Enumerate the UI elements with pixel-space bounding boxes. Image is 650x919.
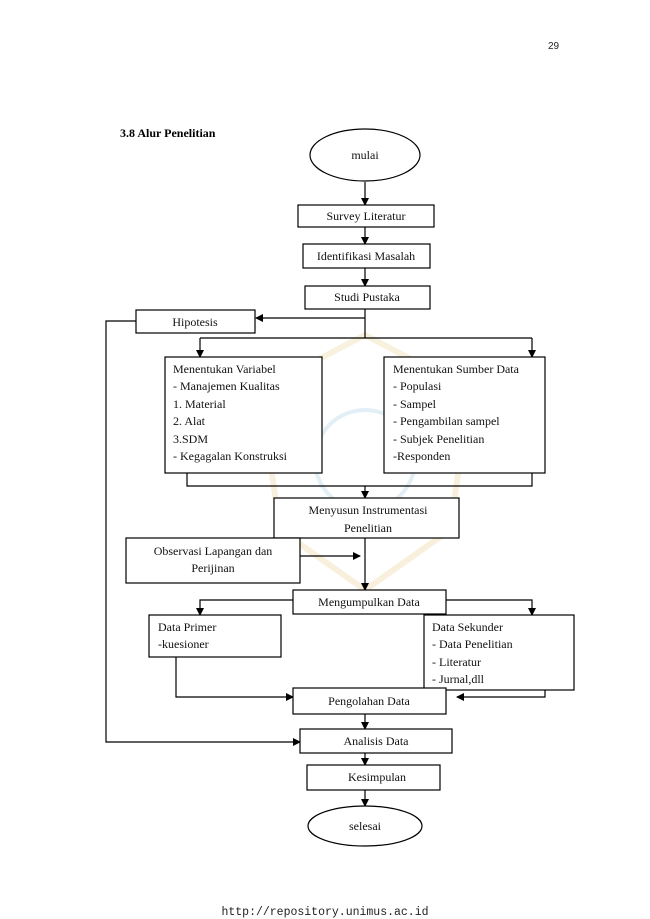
sumber-line: - Sampel <box>393 397 437 411</box>
sumber-line: - Pengambilan sampel <box>393 414 500 428</box>
pengolahan-label: Pengolahan Data <box>328 694 410 708</box>
footer-url: http://repository.unimus.ac.id <box>221 906 428 919</box>
sumber-line: - Subjek Penelitian <box>393 432 484 446</box>
observasi-line: Perijinan <box>191 561 234 575</box>
menentukan-variabel-box: Menentukan Variabel - Manajemen Kualitas… <box>164 356 323 474</box>
instrumen-line: Penelitian <box>344 521 392 535</box>
start-node: mulai <box>309 128 421 182</box>
variabel-line: Menentukan Variabel <box>173 362 276 376</box>
hipotesis-label: Hipotesis <box>172 315 218 329</box>
end-node: selesai <box>307 805 423 847</box>
primer-line: Data Primer <box>158 620 216 634</box>
variabel-line: 3.SDM <box>173 432 208 446</box>
survey-literatur-box: Survey Literatur <box>297 204 435 228</box>
sumber-line: - Populasi <box>393 379 442 393</box>
observasi-line: Observasi Lapangan dan <box>154 544 273 558</box>
mengumpulkan-label: Mengumpulkan Data <box>318 595 420 609</box>
data-primer-box: Data Primer -kuesioner <box>148 614 282 658</box>
survey-label: Survey Literatur <box>327 209 406 223</box>
sekunder-line: Data Sekunder <box>432 620 503 634</box>
sumber-line: Menentukan Sumber Data <box>393 362 520 376</box>
sekunder-line: - Jurnal,dll <box>432 672 485 686</box>
primer-line: -kuesioner <box>158 637 209 651</box>
data-sekunder-box: Data Sekunder - Data Penelitian - Litera… <box>423 614 575 691</box>
identifikasi-label: Identifikasi Masalah <box>317 249 415 263</box>
observasi-lapangan-box: Observasi Lapangan dan Perijinan <box>125 537 301 584</box>
studi-label: Studi Pustaka <box>334 290 400 304</box>
sekunder-line: - Literatur <box>432 655 481 669</box>
variabel-line: 1. Material <box>173 397 226 411</box>
kesimpulan-label: Kesimpulan <box>348 770 406 784</box>
variabel-line: - Kegagalan Konstruksi <box>173 449 288 463</box>
mengumpulkan-data-box: Mengumpulkan Data <box>292 589 447 615</box>
page-number: 29 <box>548 41 560 52</box>
variabel-line: - Manajemen Kualitas <box>173 379 280 393</box>
identifikasi-masalah-box: Identifikasi Masalah <box>302 243 431 269</box>
pengolahan-data-box: Pengolahan Data <box>292 687 447 715</box>
studi-pustaka-box: Studi Pustaka <box>304 285 431 310</box>
kesimpulan-box: Kesimpulan <box>306 764 441 791</box>
sekunder-line: - Data Penelitian <box>432 637 513 651</box>
hipotesis-box: Hipotesis <box>135 309 256 334</box>
variabel-line: 2. Alat <box>173 414 206 428</box>
sumber-line: -Responden <box>393 449 450 463</box>
section-heading: 3.8 Alur Penelitian <box>120 126 216 140</box>
start-label: mulai <box>351 148 379 162</box>
menyusun-instrumentasi-box: Menyusun Instrumentasi Penelitian <box>273 497 460 539</box>
menentukan-sumber-data-box: Menentukan Sumber Data - Populasi - Samp… <box>383 356 546 474</box>
analisis-label: Analisis Data <box>344 734 410 748</box>
analisis-data-box: Analisis Data <box>299 728 453 754</box>
end-label: selesai <box>349 819 382 833</box>
instrumen-line: Menyusun Instrumentasi <box>309 503 429 517</box>
connectors <box>105 182 546 807</box>
